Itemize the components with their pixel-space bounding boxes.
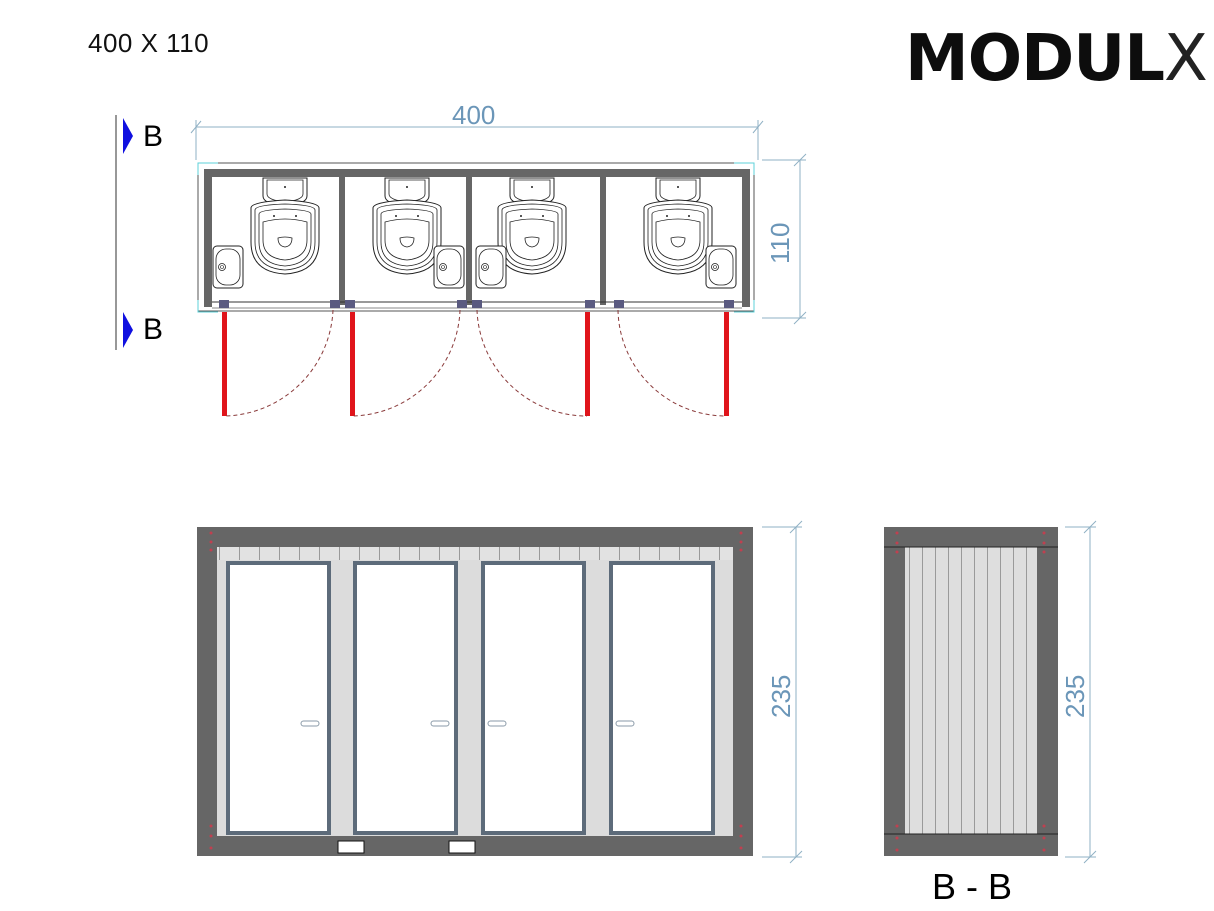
- section-view: [884, 520, 1097, 864]
- front-height-dimension: 235: [766, 674, 796, 718]
- width-dimension: 400: [452, 100, 496, 130]
- door-leaf: [585, 312, 590, 416]
- section-arrow-icon: [123, 118, 133, 154]
- section-title: B - B: [932, 866, 1013, 907]
- section-marker-bottom: B: [143, 313, 164, 346]
- depth-dimension: 110: [765, 222, 795, 264]
- door-leaf: [350, 312, 355, 416]
- size-label: 400 X 110: [88, 28, 210, 58]
- front-elevation: [197, 520, 803, 864]
- brand-logo: MODULX: [905, 22, 1208, 96]
- brand-main: MODUL: [905, 22, 1165, 96]
- plan-view: [115, 115, 807, 417]
- door-leaf: [724, 312, 729, 416]
- door-leaf: [222, 312, 227, 416]
- section-marker-top: B: [143, 120, 164, 153]
- section-arrow-icon: [123, 312, 133, 348]
- section-height-dimension: 235: [1060, 674, 1090, 718]
- brand-accent: X: [1163, 22, 1208, 96]
